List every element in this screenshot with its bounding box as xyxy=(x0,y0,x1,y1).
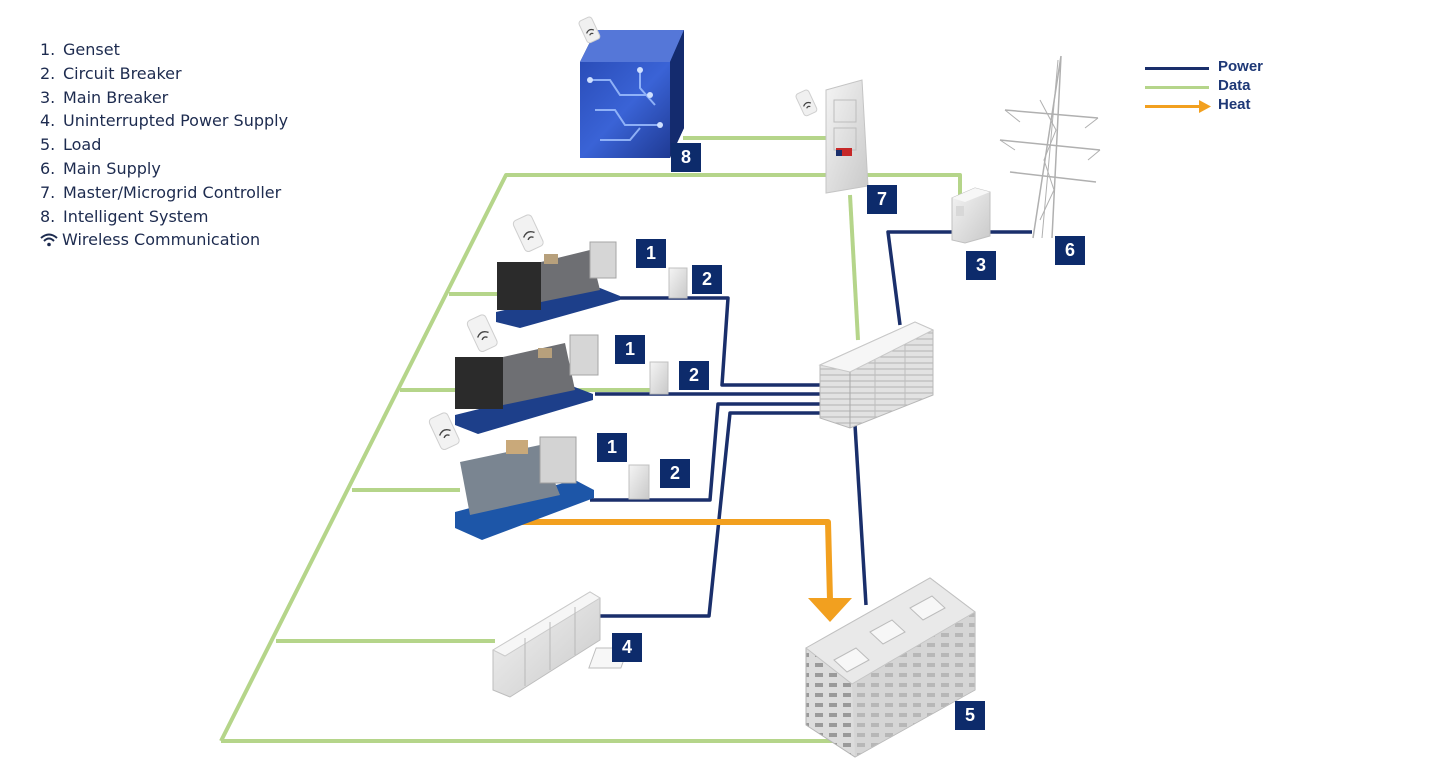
legend-number: 8. xyxy=(40,206,56,226)
badge-circuit-breaker: 2 xyxy=(679,361,709,390)
legend-number: 4. xyxy=(40,111,56,131)
legend-number: 5. xyxy=(40,135,56,155)
power-swatch xyxy=(1145,67,1209,70)
badge-intelligent-system: 8 xyxy=(671,143,701,172)
wifi-icon xyxy=(40,233,62,247)
wireless-module xyxy=(795,89,818,117)
badge-circuit-breaker: 2 xyxy=(660,459,690,488)
badge-genset: 1 xyxy=(615,335,645,364)
legend-label: Load xyxy=(63,135,102,155)
circuit-breaker xyxy=(628,464,650,500)
line-legend-label: Data xyxy=(1218,77,1251,94)
genset-2 xyxy=(455,334,599,434)
badge-circuit-breaker: 2 xyxy=(692,265,722,294)
component-legend: 1. Genset 2. Circuit Breaker 3. Main Breake… xyxy=(40,38,288,252)
legend-number: 3. xyxy=(40,87,56,107)
circuit-breaker xyxy=(649,361,669,395)
circuit-breaker xyxy=(668,267,688,299)
legend-item-wireless: Wireless Communication xyxy=(40,228,288,252)
badge-ups: 4 xyxy=(612,633,642,662)
badge-master-controller: 7 xyxy=(867,185,897,214)
heat-arrowhead-icon xyxy=(1199,100,1211,113)
legend-label: Main Supply xyxy=(63,158,161,178)
badge-main-breaker: 3 xyxy=(966,251,996,280)
legend-number: 6. xyxy=(40,158,56,178)
data-swatch xyxy=(1145,86,1209,89)
wireless-module xyxy=(512,214,544,252)
legend-label: Wireless Communication xyxy=(62,230,261,250)
legend-label: Genset xyxy=(63,40,120,59)
genset-3 xyxy=(455,436,594,540)
badge-main-supply: 6 xyxy=(1055,236,1085,265)
badge-genset: 1 xyxy=(597,433,627,462)
wireless-module xyxy=(466,314,498,352)
heat-arrow xyxy=(520,519,852,622)
line-legend-label: Heat xyxy=(1218,96,1251,113)
legend-item: 6. Main Supply xyxy=(40,157,288,181)
main-breaker-cabinet xyxy=(951,187,991,244)
legend-number: 2. xyxy=(40,63,56,83)
heat-swatch xyxy=(1145,105,1201,108)
legend-item: 1. Genset xyxy=(40,38,288,62)
master-controller-panel xyxy=(825,79,869,194)
badge-genset: 1 xyxy=(636,239,666,268)
transmission-tower xyxy=(999,55,1101,239)
legend-item: 3. Main Breaker xyxy=(40,86,288,110)
legend-item: 4. Uninterrupted Power Supply xyxy=(40,109,288,133)
switchgear-cabinet xyxy=(818,321,935,429)
intelligent-system-chip xyxy=(580,30,684,158)
legend-label: Master/Microgrid Controller xyxy=(63,182,282,202)
wireless-module xyxy=(578,16,601,44)
legend-number: 1. xyxy=(40,40,56,59)
legend-label: Main Breaker xyxy=(63,87,169,107)
line-legend-label: Power xyxy=(1218,58,1264,75)
data-lines xyxy=(219,136,962,743)
legend-item: 2. Circuit Breaker xyxy=(40,62,288,86)
legend-label: Intelligent System xyxy=(63,206,209,226)
ups-cabinet xyxy=(491,591,601,698)
legend-label: Uninterrupted Power Supply xyxy=(63,111,289,131)
genset-1 xyxy=(496,241,620,328)
badge-load: 5 xyxy=(955,701,985,730)
legend-item: 5. Load xyxy=(40,133,288,157)
legend-number: 7. xyxy=(40,182,56,202)
legend-label: Circuit Breaker xyxy=(63,63,182,83)
power-lines xyxy=(590,230,1032,618)
legend-item: 8. Intelligent System xyxy=(40,205,288,229)
wireless-module xyxy=(428,412,460,450)
legend-item: 7. Master/Microgrid Controller xyxy=(40,181,288,205)
load-building xyxy=(588,577,976,758)
